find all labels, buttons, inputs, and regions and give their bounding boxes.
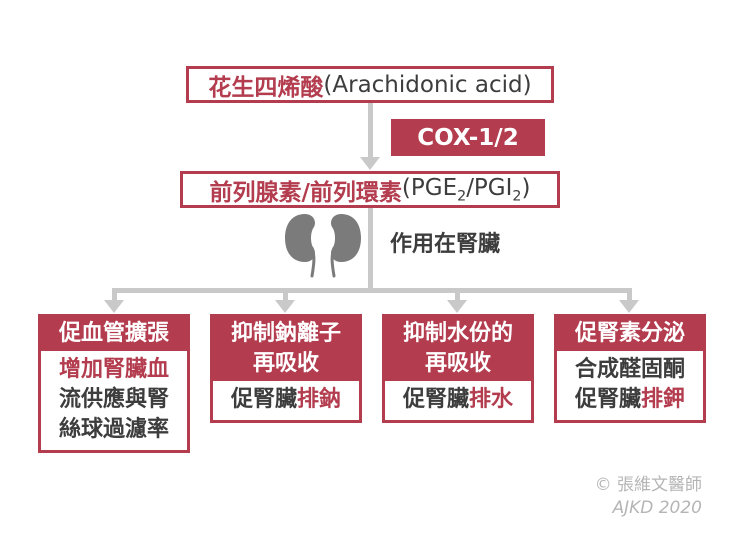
branch-box-sodium: 抑制鈉離子 再吸收 促腎臟排鈉 bbox=[210, 314, 362, 423]
paren-close: ) bbox=[521, 174, 531, 201]
body-text: 合成醛固酮 bbox=[574, 357, 685, 382]
branch-body-line: 合成醛固酮 bbox=[557, 355, 703, 385]
pge-subscript: 2 bbox=[457, 188, 467, 205]
cox-enzyme-box: COX-1/2 bbox=[391, 119, 545, 156]
branch-header-line: 抑制鈉離子 bbox=[230, 321, 341, 346]
arrowhead-top bbox=[360, 157, 380, 170]
branch-body: 增加腎臟血 流供應與腎 絲球過濾率 bbox=[41, 351, 187, 450]
branch-header-line: 再吸收 bbox=[424, 351, 491, 376]
body-text: 流供應與腎 bbox=[58, 387, 169, 412]
branch-box-renin: 促腎素分泌 合成醛固酮 促腎臟排鉀 bbox=[554, 314, 706, 423]
branch-body-line: 促腎臟排鉀 bbox=[557, 385, 703, 415]
arachidonic-acid-zh: 花生四烯酸 bbox=[208, 74, 324, 101]
kidneys-icon bbox=[285, 214, 361, 278]
branch-arrowhead-1 bbox=[104, 300, 124, 313]
arachidonic-acid-en: (Arachidonic acid) bbox=[323, 71, 532, 98]
branch-header-line: 再吸收 bbox=[252, 351, 319, 376]
branch-header: 促血管擴張 bbox=[41, 317, 187, 351]
branch-arrow-line-2 bbox=[283, 288, 288, 302]
prostaglandin-box: 前列腺素/前列環素(PGE2/PGI2) bbox=[180, 171, 560, 208]
branch-body: 合成醛固酮 促腎臟排鉀 bbox=[557, 351, 703, 420]
body-text-red: 排水 bbox=[469, 387, 514, 412]
branch-body-line: 流供應與腎 bbox=[41, 385, 187, 415]
branch-line bbox=[112, 288, 632, 293]
branch-arrowhead-3 bbox=[447, 300, 467, 313]
body-text: 促腎臟 bbox=[230, 387, 297, 412]
branch-box-water: 抑制水份的 再吸收 促腎臟排水 bbox=[382, 314, 534, 423]
credit-block: © 張維文醫師 AJKD 2020 bbox=[595, 474, 702, 520]
body-text-red: 增加腎臟血 bbox=[58, 357, 169, 382]
branch-arrow-line-4 bbox=[627, 288, 632, 302]
branch-arrow-line-1 bbox=[112, 288, 117, 302]
branch-header-line: 促血管擴張 bbox=[58, 321, 169, 346]
body-text: 促腎臟 bbox=[402, 387, 469, 412]
branch-body-line: 增加腎臟血 bbox=[41, 355, 187, 385]
branch-header-line: 抑制水份的 bbox=[402, 321, 513, 346]
pgi-subscript: 2 bbox=[512, 188, 522, 205]
cox-label: COX-1/2 bbox=[417, 124, 519, 151]
body-text: 促腎臟 bbox=[574, 387, 641, 412]
branch-body-line: 促腎臟排水 bbox=[385, 385, 531, 415]
connector-line-mid bbox=[368, 208, 373, 290]
pgi-text: /PGI bbox=[466, 174, 513, 201]
branch-body-line: 絲球過濾率 bbox=[41, 415, 187, 445]
kidney-caption: 作用在腎臟 bbox=[390, 232, 501, 257]
arachidonic-acid-box: 花生四烯酸 (Arachidonic acid) bbox=[186, 66, 554, 103]
prostaglandin-zh: 前列腺素/前列環素 bbox=[209, 179, 402, 206]
branch-body: 促腎臟排鈉 bbox=[213, 381, 359, 420]
credit-source: AJKD 2020 bbox=[612, 498, 702, 518]
branch-header-line: 促腎素分泌 bbox=[574, 321, 685, 346]
prostaglandin-en: (PGE2/PGI2) bbox=[402, 175, 531, 205]
body-text-red: 排鈉 bbox=[297, 387, 342, 412]
body-text-red: 排鉀 bbox=[641, 387, 686, 412]
branch-arrowhead-2 bbox=[275, 300, 295, 313]
pge-text: (PGE bbox=[401, 174, 458, 201]
branch-arrow-line-3 bbox=[455, 288, 460, 302]
branch-body: 促腎臟排水 bbox=[385, 381, 531, 420]
arrow-line-top bbox=[368, 103, 373, 158]
branch-box-vasodilation: 促血管擴張 增加腎臟血 流供應與腎 絲球過濾率 bbox=[38, 314, 190, 453]
credit-author: © 張維文醫師 bbox=[594, 475, 702, 495]
branch-header: 抑制鈉離子 再吸收 bbox=[213, 317, 359, 381]
branch-header: 促腎素分泌 bbox=[557, 317, 703, 351]
branch-header: 抑制水份的 再吸收 bbox=[385, 317, 531, 381]
branch-arrowhead-4 bbox=[619, 300, 639, 313]
body-text: 絲球過濾率 bbox=[58, 417, 169, 442]
branch-body-line: 促腎臟排鈉 bbox=[213, 385, 359, 415]
